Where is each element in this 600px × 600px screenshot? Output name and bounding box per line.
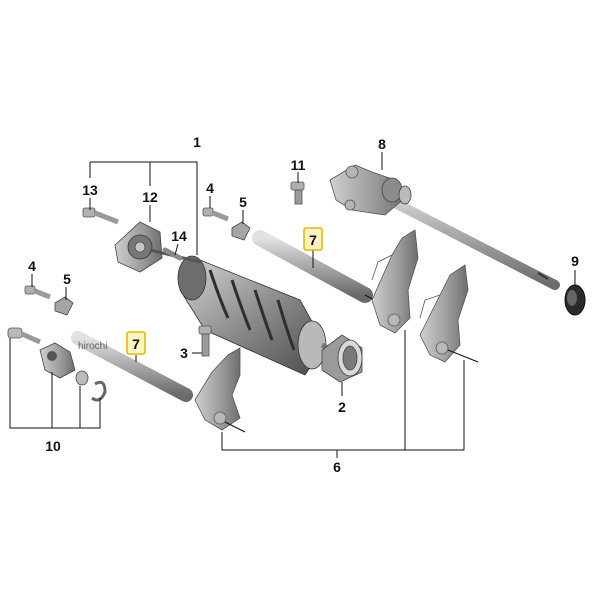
callout-10: 10 — [45, 438, 61, 454]
callout-7-upper: 7 — [309, 232, 317, 248]
callout-6: 6 — [333, 459, 341, 475]
part-14-pin — [162, 247, 183, 261]
callout-14: 14 — [171, 228, 187, 244]
part-5-plate-upper — [231, 221, 251, 241]
part-2-needle-bearing — [321, 334, 363, 383]
part-1-shift-drum — [177, 255, 337, 376]
part-11-bolt — [290, 181, 305, 205]
callout-9: 9 — [571, 253, 579, 269]
part-3-bolt — [198, 325, 212, 357]
callout-4-lower: 4 — [28, 258, 36, 274]
callout-7-upper-highlight: 7 — [303, 227, 323, 251]
part-4-bolt-lower — [24, 285, 51, 300]
part-6-fork-left — [194, 347, 246, 433]
callout-13: 13 — [82, 182, 98, 198]
callout-7-lower: 7 — [132, 336, 140, 352]
callout-5-lower: 5 — [63, 271, 71, 287]
callout-11: 11 — [291, 157, 306, 173]
callout-7-lower-highlight: 7 — [126, 331, 146, 355]
part-10-lever-assembly — [7, 327, 107, 402]
part-13-screw — [82, 207, 119, 225]
callout-2: 2 — [338, 399, 346, 415]
part-8-shift-shaft — [329, 164, 560, 290]
part-5-plate-lower — [54, 296, 74, 316]
part-4-bolt-upper — [202, 207, 229, 222]
callout-4-upper: 4 — [206, 180, 214, 196]
part-6-fork-right — [419, 264, 479, 363]
callout-8: 8 — [378, 136, 386, 152]
part-6-fork-middle — [371, 229, 419, 334]
callout-12: 12 — [142, 189, 158, 205]
callout-5-upper: 5 — [239, 194, 247, 210]
leader-lines — [9, 152, 576, 458]
part-7-rod-lower — [71, 331, 193, 402]
watermark-text: hirochi — [78, 341, 107, 352]
callout-3: 3 — [180, 345, 188, 361]
callout-1: 1 — [193, 134, 201, 150]
part-9-seal — [564, 284, 586, 316]
